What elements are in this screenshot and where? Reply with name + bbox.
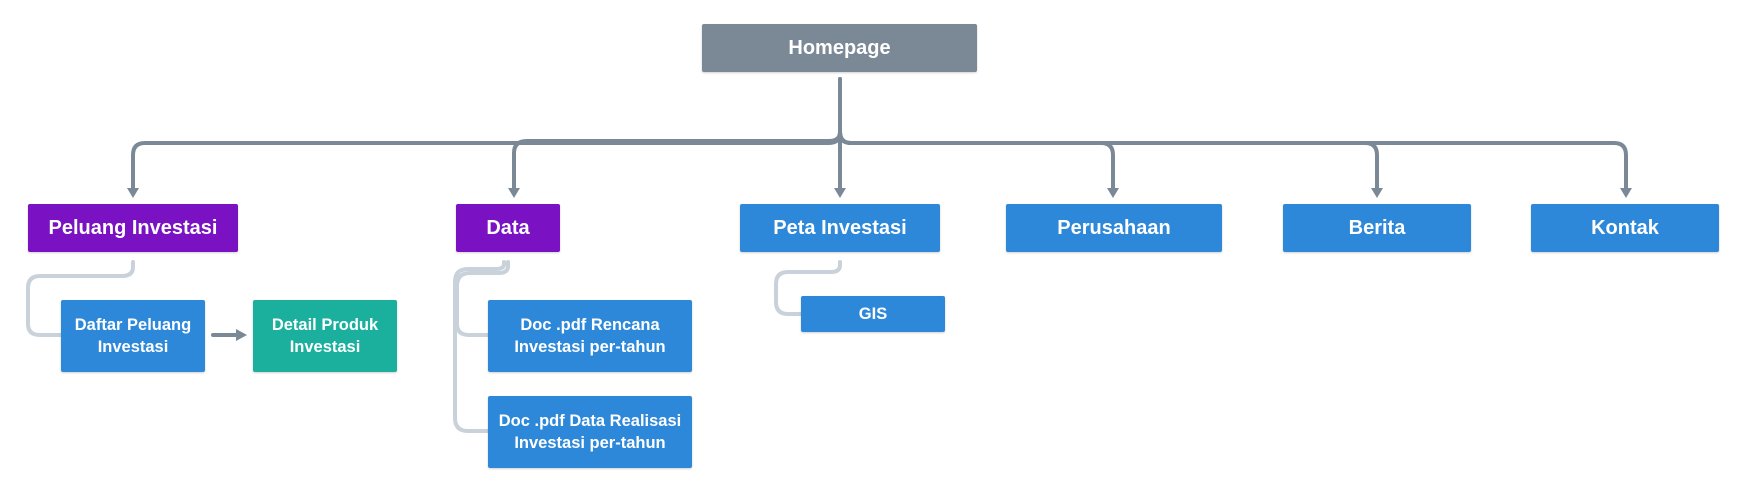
connector-to-kontak	[838, 130, 1628, 192]
arrowhead-peluang-investasi	[127, 188, 139, 198]
connector-data-to-doc-realisasi	[453, 260, 506, 433]
arrowhead-berita	[1371, 188, 1383, 198]
connector-peluang-to-daftar	[26, 260, 135, 337]
gis-node[interactable]: GIS	[801, 296, 945, 332]
doc-realisasi-investasi-node[interactable]: Doc .pdf Data Realisasi Investasi per-ta…	[488, 396, 692, 468]
homepage-node[interactable]: Homepage	[702, 24, 977, 72]
doc-rencana-investasi-node[interactable]: Doc .pdf Rencana Investasi per-tahun	[488, 300, 692, 372]
doc-realisasi-investasi-label: Doc .pdf Data Realisasi Investasi per-ta…	[498, 411, 682, 452]
berita-label: Berita	[1348, 216, 1406, 239]
arrowhead-kontak	[1620, 188, 1632, 198]
connector-to-berita	[838, 130, 1379, 192]
doc-rencana-investasi-label: Doc .pdf Rencana Investasi per-tahun	[514, 315, 666, 356]
connector-data-to-doc-rencana	[455, 260, 510, 337]
perusahaan-node[interactable]: Perusahaan	[1006, 204, 1222, 252]
connector-peta-to-gis	[774, 260, 842, 316]
connector-to-data	[512, 130, 842, 192]
perusahaan-label: Perusahaan	[1057, 216, 1171, 239]
kontak-label: Kontak	[1591, 216, 1659, 239]
daftar-peluang-investasi-node[interactable]: Daftar Peluang Investasi	[61, 300, 205, 372]
peluang-investasi-label: Peluang Investasi	[48, 216, 218, 239]
daftar-peluang-investasi-label: Daftar Peluang Investasi	[74, 315, 192, 356]
data-label: Data	[486, 216, 530, 239]
homepage-label: Homepage	[788, 36, 891, 59]
arrowhead-perusahaan	[1107, 188, 1119, 198]
arrowhead-detail-produk	[236, 329, 247, 341]
peluang-investasi-node[interactable]: Peluang Investasi	[28, 204, 238, 252]
berita-node[interactable]: Berita	[1283, 204, 1471, 252]
peta-investasi-node[interactable]: Peta Investasi	[740, 204, 940, 252]
arrowhead-peta-investasi	[834, 188, 846, 198]
gis-label: GIS	[858, 304, 888, 323]
peta-investasi-label: Peta Investasi	[773, 216, 907, 239]
detail-produk-investasi-label: Detail Produk Investasi	[271, 315, 379, 356]
connector-to-perusahaan	[838, 130, 1115, 192]
detail-produk-investasi-node[interactable]: Detail Produk Investasi	[253, 300, 397, 372]
arrowhead-data	[508, 188, 520, 198]
data-node[interactable]: Data	[456, 204, 560, 252]
kontak-node[interactable]: Kontak	[1531, 204, 1719, 252]
